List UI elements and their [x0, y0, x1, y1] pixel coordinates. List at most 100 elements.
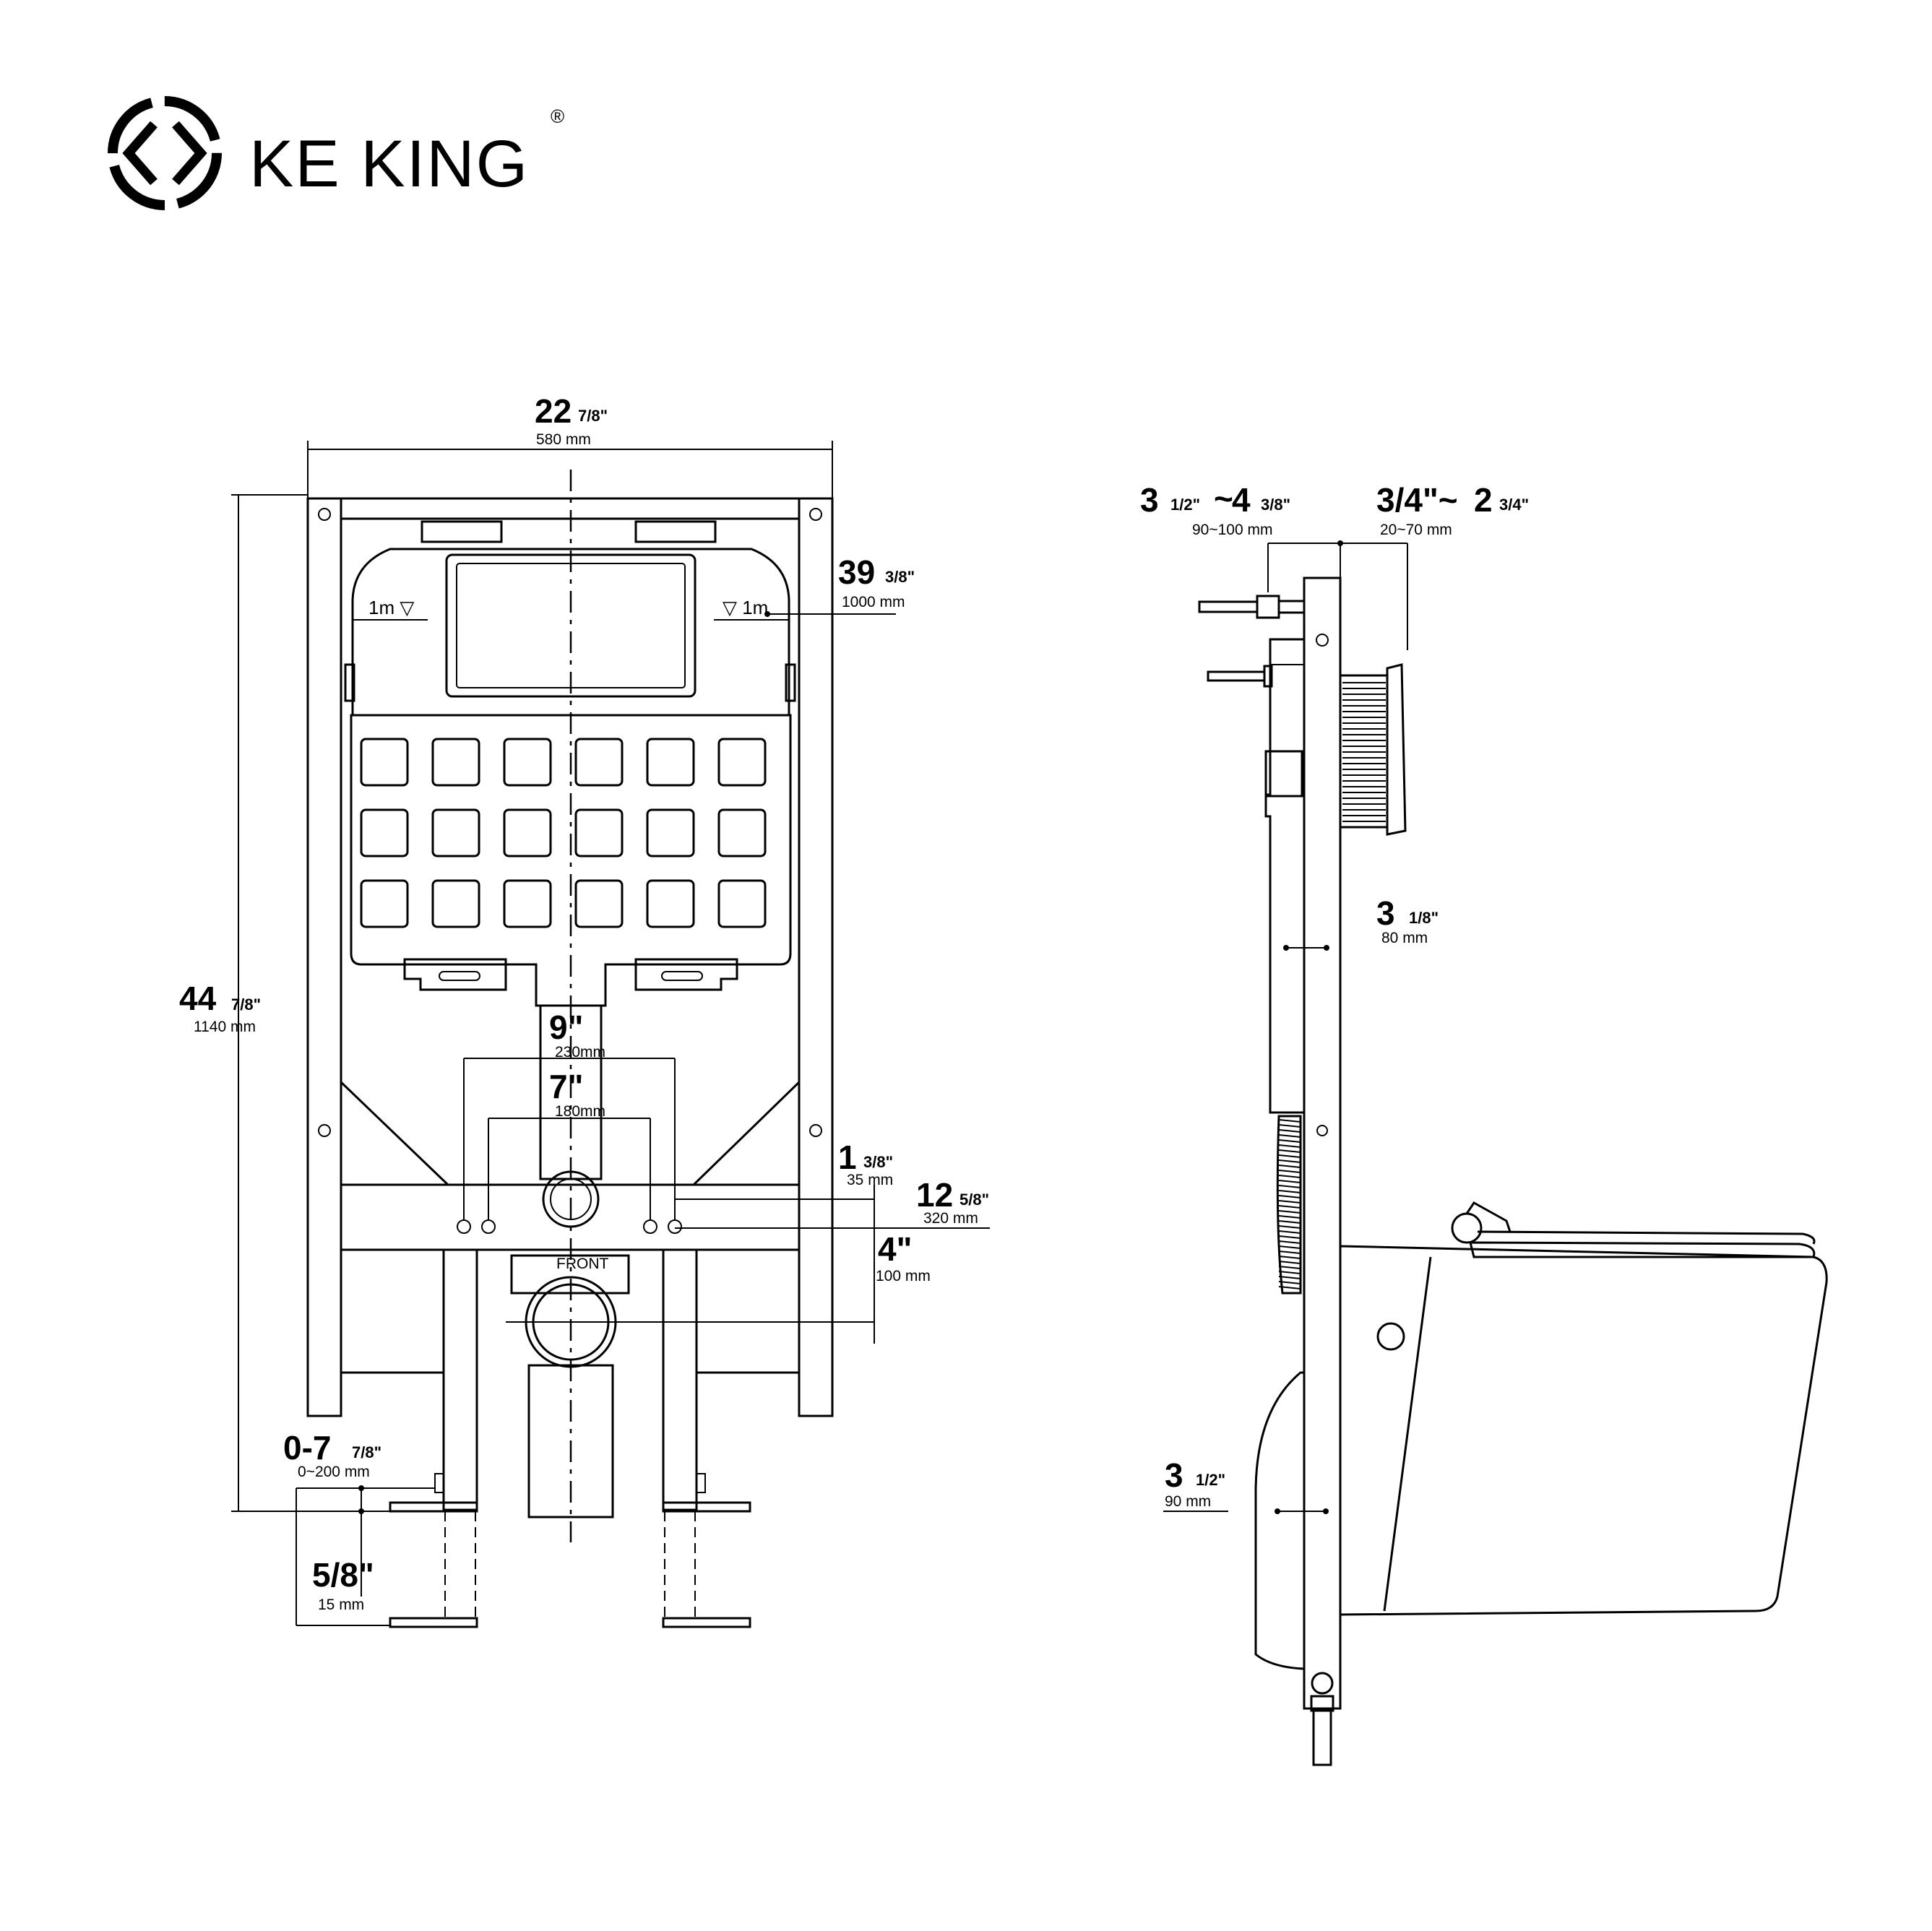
hose-ring [1278, 1124, 1301, 1128]
dim-drain-offset-main: 4" [878, 1230, 912, 1268]
dim-leg-adjust-main: 0-7 [283, 1429, 331, 1466]
dim-bolt-inner-main: 7" [549, 1068, 583, 1105]
rib-square [717, 808, 767, 857]
flush-plate [1386, 663, 1407, 836]
bolt-hole [668, 1219, 682, 1234]
rib-square [574, 879, 624, 928]
dim-bolt-inner-mm: 180mm [555, 1103, 605, 1120]
dim-bottom-depth-mm: 90 mm [1165, 1493, 1211, 1510]
dim-tank-depth-mm: 80 mm [1381, 930, 1428, 946]
hose-ring [1278, 1139, 1301, 1143]
dim-flush-height-frac: 3/8" [885, 568, 915, 586]
side-drain-bend [1254, 1371, 1306, 1670]
tank-body-panel [350, 714, 792, 1007]
foot-plate [662, 1501, 751, 1513]
front-view: 1m ▽ ▽ 1m [179, 392, 990, 1628]
dim-bolt-offset-main: 1 [838, 1139, 857, 1176]
dim-bolt-offset-mm: 35 mm [847, 1172, 893, 1188]
dim-pipe-depth-frac-a: 1/2" [1170, 496, 1200, 514]
dim-pipe-depth-a: 3 [1140, 481, 1159, 519]
registered-mark: ® [551, 105, 564, 127]
level-mark-right: ▽ 1m [723, 597, 768, 618]
dim-floor-offset-main: 5/8" [312, 1556, 374, 1594]
mount-hole [318, 1124, 331, 1137]
rib-square [503, 808, 552, 857]
hose-ring [1278, 1190, 1301, 1193]
hose-ring [1278, 1165, 1301, 1168]
hose-ring [1278, 1245, 1301, 1249]
toilet-bowl [1339, 1245, 1828, 1616]
dim-wall-depth-mm: 20~70 mm [1380, 522, 1452, 538]
hose-ring [1278, 1205, 1301, 1209]
brand-name: KE KING [249, 127, 529, 201]
rib-square [717, 738, 767, 787]
side-cistern [1264, 638, 1306, 1114]
rib-square [646, 879, 695, 928]
rib-square [431, 738, 480, 787]
dim-floor-offset-mm: 15 mm [318, 1597, 364, 1613]
hose-ring [1278, 1175, 1301, 1178]
side-view: 3 1/2" ~ 4 3/8" 90~100 mm 3/4"~ 2 3/4" 2… [1140, 480, 1828, 1766]
hose-ring [1278, 1266, 1301, 1269]
side-bolt [1311, 1672, 1334, 1695]
rib-square [360, 738, 409, 787]
rib-square [360, 808, 409, 857]
hose-ring [1278, 1276, 1301, 1279]
rib-square [431, 879, 480, 928]
rib-square [646, 738, 695, 787]
dim-tank-depth-frac: 1/8" [1409, 909, 1439, 927]
dim-leg-adjust-mm: 0~200 mm [298, 1464, 370, 1480]
hose-ring [1278, 1286, 1301, 1290]
dim-wall-depth-frac-b: 3/4" [1499, 496, 1529, 514]
rib-square [717, 879, 767, 928]
hose-ring [1278, 1256, 1301, 1259]
dim-pipe-depth-mm: 90~100 mm [1192, 522, 1272, 538]
support-leg-left [442, 1248, 478, 1511]
hose-ring [1278, 1134, 1301, 1138]
tank-rib-grid [360, 738, 767, 928]
rib-square [431, 808, 480, 857]
dim-flush-height-main: 39 [838, 553, 875, 591]
rib-square [503, 738, 552, 787]
hose-ring [1278, 1195, 1301, 1198]
dim-height-frac: 7/8" [231, 995, 261, 1014]
dim-bolt-offset-frac: 3/8" [863, 1153, 893, 1171]
dim-pipe-depth-sep: ~ [1214, 480, 1233, 517]
mount-hole [809, 508, 822, 521]
drain-outlet [527, 1364, 614, 1519]
dim-bolt-height-main: 12 [916, 1176, 953, 1214]
dim-tank-depth-main: 3 [1376, 894, 1395, 932]
frame-right-upright [798, 497, 834, 1417]
hose-ring [1278, 1185, 1301, 1188]
drain-label: FRONT [556, 1256, 608, 1272]
dim-drain-offset-mm: 100 mm [876, 1268, 931, 1284]
hose-ring [1278, 1129, 1301, 1133]
hose-ring [1278, 1225, 1301, 1229]
seat-hinge [1451, 1212, 1483, 1244]
dim-height-mm: 1140 mm [194, 1019, 256, 1035]
level-mark-left: 1m ▽ [368, 597, 414, 618]
hose-ring [1278, 1281, 1301, 1284]
hose-ring [1278, 1215, 1301, 1219]
frame-left-upright [306, 497, 342, 1417]
toilet-lid [1477, 1230, 1816, 1245]
bolt-hole [457, 1219, 471, 1234]
dim-pipe-depth-b: 4 [1232, 481, 1251, 519]
toilet-seat [1469, 1241, 1816, 1258]
dim-bolt-outer-main: 9" [549, 1008, 583, 1046]
hose-ring [1278, 1159, 1301, 1163]
side-flush-hose [1276, 1115, 1302, 1295]
hose-ring [1278, 1149, 1301, 1153]
rib-square [574, 808, 624, 857]
dim-width-main: 22 [535, 392, 572, 430]
dim-pipe-depth-frac-b: 3/8" [1261, 496, 1290, 514]
dim-wall-depth-a: 3/4"~ [1376, 481, 1458, 519]
drain-bracket [510, 1254, 630, 1295]
foot-plate [389, 1501, 478, 1513]
dim-bolt-height-frac: 5/8" [959, 1191, 989, 1209]
mount-hole [318, 508, 331, 521]
dim-bottom-depth-main: 3 [1165, 1456, 1183, 1494]
side-frame-post [1303, 576, 1342, 1710]
dim-height-main: 44 [179, 980, 217, 1017]
bolt-hole [643, 1219, 657, 1234]
